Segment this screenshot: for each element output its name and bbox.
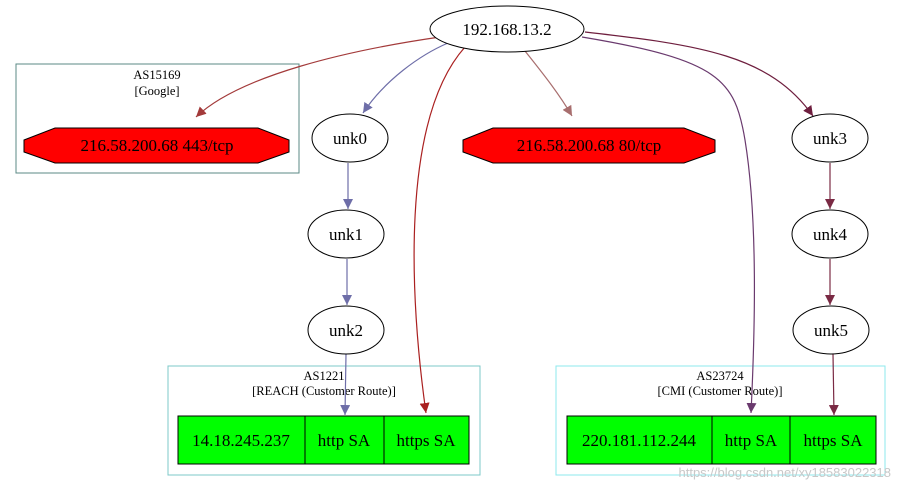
edge-unk2-to-ip-reach bbox=[340, 353, 351, 416]
hop-node-unk4: unk4 bbox=[791, 209, 869, 259]
edges bbox=[195, 31, 839, 416]
record-node-reach: 14.18.245.237 http SA https SA bbox=[177, 415, 470, 465]
record-http: http SA bbox=[318, 431, 371, 450]
edge-root-to-unk3 bbox=[584, 31, 814, 117]
cluster-border bbox=[167, 365, 481, 476]
cluster-border bbox=[15, 63, 300, 174]
cluster-border bbox=[555, 365, 886, 476]
record-box bbox=[566, 415, 877, 465]
hop-label: unk0 bbox=[333, 129, 367, 148]
root-node-label: 192.168.13.2 bbox=[462, 20, 551, 39]
hop-node-unk0: unk0 bbox=[311, 113, 389, 163]
hop-node-unk3: unk3 bbox=[791, 113, 869, 163]
edge-root-to-443 bbox=[195, 36, 441, 118]
target-node-label: 216.58.200.68 443/tcp bbox=[81, 136, 234, 155]
hop-node-unk1: unk1 bbox=[307, 209, 385, 259]
record-node-cmi: 220.181.112.244 http SA https SA bbox=[566, 415, 877, 465]
cluster-asn: AS1221 bbox=[304, 369, 345, 383]
record-box bbox=[177, 415, 470, 465]
target-node-label: 216.58.200.68 80/tcp bbox=[517, 136, 662, 155]
edge-unk5-to-https-cmi bbox=[828, 353, 839, 416]
cluster-as1221: AS1221 [REACH (Customer Route)] bbox=[167, 365, 481, 476]
hop-label: unk4 bbox=[813, 225, 848, 244]
record-https: https SA bbox=[396, 431, 456, 450]
hop-label: unk3 bbox=[813, 129, 847, 148]
record-ip: 14.18.245.237 bbox=[192, 431, 290, 450]
cluster-name: [REACH (Customer Route)] bbox=[252, 384, 396, 398]
record-https: https SA bbox=[803, 431, 863, 450]
root-node: 192.168.13.2 bbox=[429, 5, 585, 53]
cluster-name: [Google] bbox=[134, 84, 179, 98]
target-node-80: 216.58.200.68 80/tcp bbox=[462, 127, 716, 164]
hop-label: unk2 bbox=[329, 321, 363, 340]
hop-label: unk1 bbox=[329, 225, 363, 244]
record-http: http SA bbox=[725, 431, 778, 450]
hop-node-unk5: unk5 bbox=[792, 305, 870, 355]
cluster-asn: AS23724 bbox=[696, 369, 744, 383]
edge-root-to-https-reach bbox=[413, 46, 466, 414]
cluster-as15169: AS15169 [Google] bbox=[15, 63, 300, 174]
octagon-shape bbox=[23, 127, 290, 164]
record-ip: 220.181.112.244 bbox=[582, 431, 697, 450]
cluster-asn: AS15169 bbox=[133, 68, 180, 82]
edge-root-to-unk0 bbox=[362, 42, 449, 114]
watermark: https://blog.csdn.net/xy18583022318 bbox=[679, 465, 892, 480]
hop-node-unk2: unk2 bbox=[307, 305, 385, 355]
cluster-name: [CMI (Customer Route)] bbox=[658, 384, 783, 398]
hop-label: unk5 bbox=[814, 321, 848, 340]
edge-root-to-http-cmi bbox=[581, 36, 757, 414]
edge-root-to-80 bbox=[524, 50, 573, 117]
octagon-shape bbox=[462, 127, 716, 164]
target-node-443: 216.58.200.68 443/tcp bbox=[23, 127, 290, 164]
